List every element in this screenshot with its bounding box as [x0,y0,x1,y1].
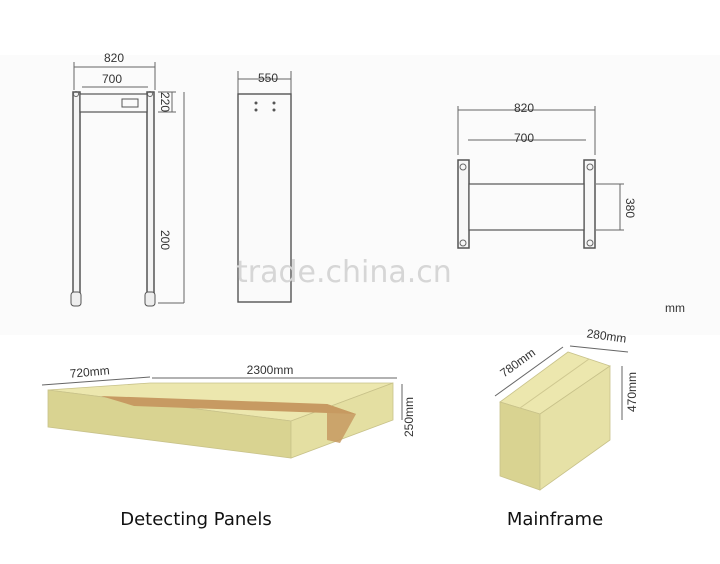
post-bolt [73,91,79,97]
mainframe-box-side [539,365,611,491]
right-foot [144,291,156,307]
side-screw [254,108,258,112]
panels-width-label: 720mm [69,363,110,380]
top-bolt [459,239,467,247]
front-width-outer-label: 820 [104,51,124,65]
side-screw [272,101,276,105]
unit-label: mm [665,301,685,315]
panels-length-label: 2300mm [247,363,294,377]
mainframe-box-front [499,401,541,491]
mainframe-package: 780mm 280mm 470mm Mainframe [494,326,639,530]
mainframe-caption: Mainframe [507,509,603,530]
watermark: trade.china.cn [236,255,452,290]
top-right-post [583,159,596,249]
dim-line-280 [569,345,629,353]
mainframe-depth-label: 280mm [586,326,628,345]
right-post [146,91,155,303]
mainframe-height-label: 470mm [625,372,639,412]
front-width-inner-label: 700 [102,72,122,86]
top-bolt [459,163,467,171]
left-post [72,91,81,303]
top-beam [468,183,585,231]
packing-tape-side [327,404,356,443]
top-width-outer-label: 820 [514,101,534,115]
detecting-panels-package: 720mm 2300mm 250mm Detecting Panels [41,363,416,530]
top-beam [79,93,148,113]
top-view: 820 700 380 [457,101,637,249]
top-left-post [457,159,470,249]
packing-tape [101,396,356,414]
side-view: 550 [237,71,292,303]
top-bolt [586,163,594,171]
top-bolt [586,239,594,247]
mainframe-seam [519,358,590,409]
side-panel [237,93,292,303]
top-depth-label: 380 [623,198,637,218]
dim-line-780 [494,346,564,397]
panels-caption: Detecting Panels [120,509,272,530]
front-total-height-label: 200 [158,230,172,250]
left-foot [70,291,82,307]
panels-height-label: 250mm [402,397,416,437]
mainframe-width-label: 780mm [497,345,538,380]
side-screw [254,101,258,105]
front-view: 820 700 220 200 [70,51,185,307]
beam-display [121,98,139,108]
side-screw [272,108,276,112]
front-top-height-label: 220 [158,92,172,112]
side-depth-label: 550 [258,71,278,85]
dim-line-720 [41,376,151,386]
top-width-inner-label: 700 [514,131,534,145]
